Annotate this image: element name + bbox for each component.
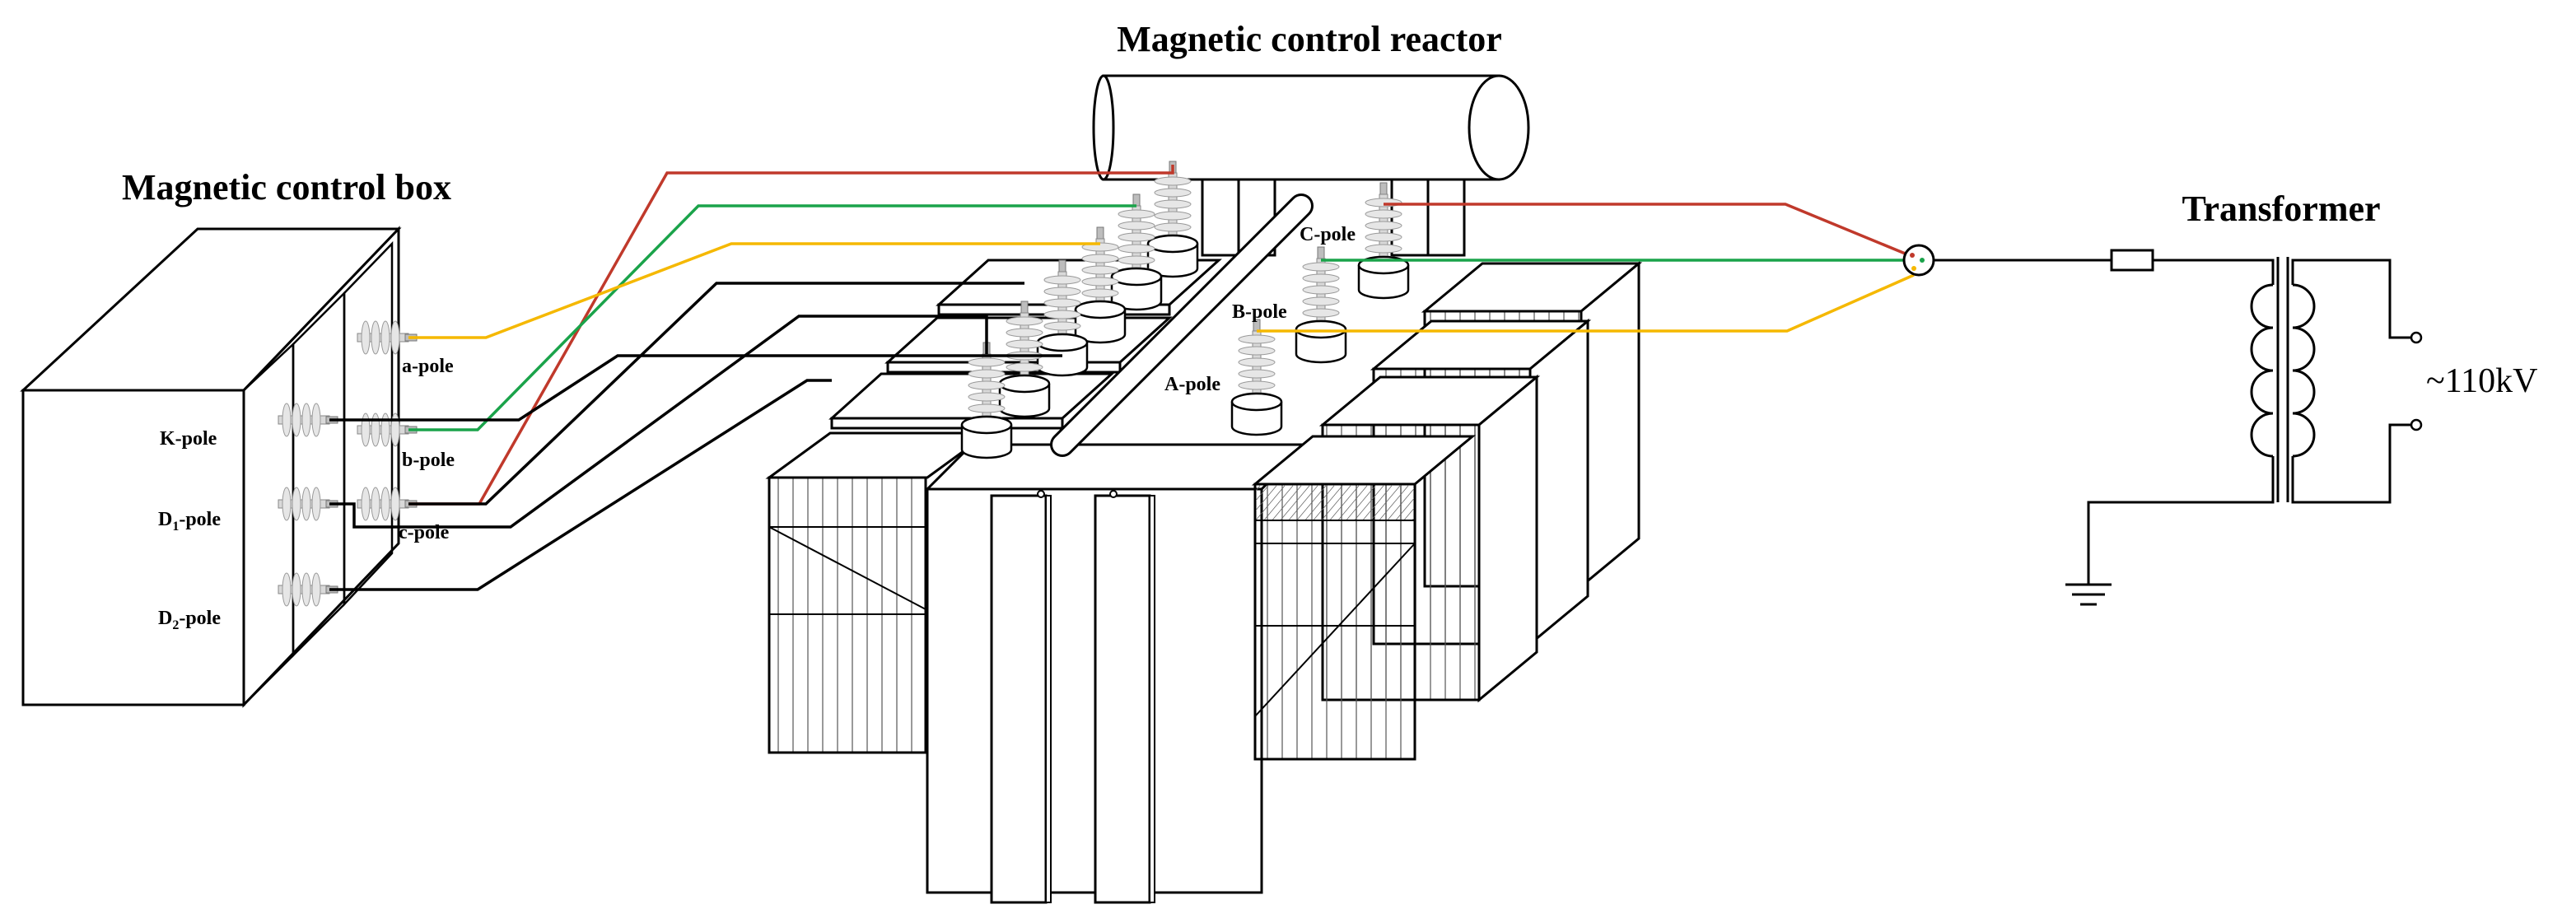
conservator-tank: [1092, 74, 1530, 181]
transformer-title: Transformer: [2182, 189, 2380, 229]
wire-green: [408, 204, 1919, 431]
box-title: Magnetic control box: [122, 167, 451, 207]
c-pole-label: c-pole: [399, 522, 450, 543]
source-voltage-label: ~110kV: [2426, 362, 2538, 400]
front-right-coil: [1251, 435, 1477, 761]
junction-node: [1902, 244, 1935, 277]
a-pole-label: a-pole: [402, 356, 454, 377]
k-pole-label: K-pole: [160, 428, 217, 450]
reactor-title: Magnetic control reactor: [1117, 19, 1502, 59]
b-pole-label: b-pole: [402, 450, 455, 471]
c-pole-bushing: [357, 487, 418, 521]
d1-pole-label: D1-pole: [158, 509, 221, 534]
reactor-core: [924, 443, 1309, 904]
wire-yellow: [408, 242, 1915, 339]
a-pole-reactor-bushing: [1230, 318, 1283, 436]
b-pole-reactor-label: B-pole: [1232, 301, 1287, 323]
transformer-symbol: [1934, 249, 2423, 606]
b-pole-reactor-bushing: [1295, 245, 1347, 364]
left-coil-stack: [765, 431, 992, 754]
a-pole-bushing: [357, 320, 418, 355]
d2-pole-label: D2-pole: [158, 608, 221, 632]
magnetic-control-box: [20, 226, 402, 708]
a-pole-reactor-label: A-pole: [1164, 374, 1220, 395]
c-pole-reactor-label: C-pole: [1300, 224, 1356, 245]
b-pole-bushing: [357, 413, 418, 447]
wire-black: [329, 282, 1062, 591]
reactor-pipe: [1050, 193, 1314, 457]
